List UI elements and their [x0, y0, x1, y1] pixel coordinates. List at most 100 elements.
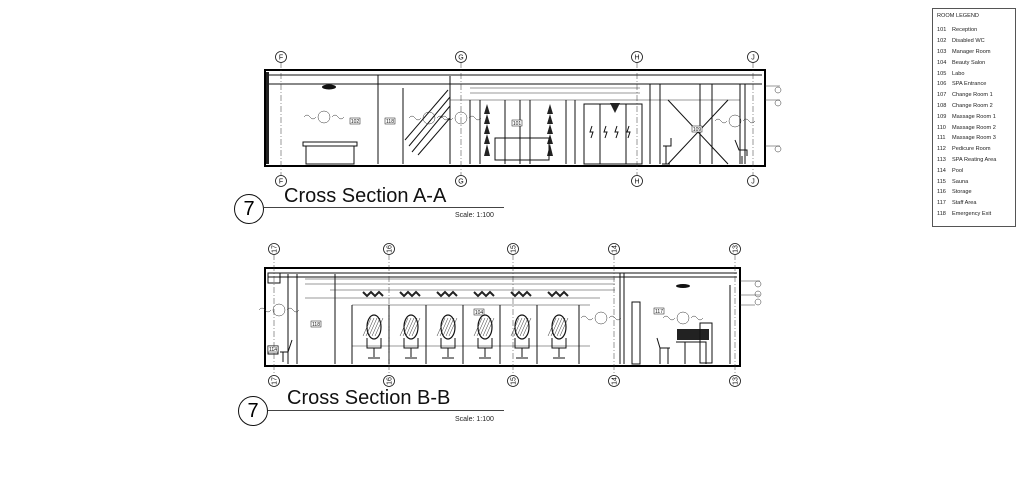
grid-bubble: H [631, 51, 643, 63]
legend-item-number: 117 [937, 200, 946, 207]
legend-item-name: SPA Reating Area [952, 156, 997, 163]
grid-bubble: 16 [383, 375, 395, 387]
grid-label: 16 [386, 245, 393, 253]
grid-bubble: F [275, 175, 287, 187]
legend-item-name: Pool [952, 167, 964, 174]
room-tag: 109 [691, 125, 703, 133]
grid-label: J [751, 178, 755, 185]
legend-item-name: Reception [952, 27, 978, 34]
legend-item-number: 104 [937, 59, 947, 66]
legend-item: 111 Massage Room 3 [937, 133, 1011, 144]
grid-bubble: 13 [729, 243, 741, 255]
legend-item-number: 118 [937, 210, 946, 217]
grid-bubble: 15 [507, 375, 519, 387]
room-tag: 118 [310, 320, 322, 328]
room-tag: 102 [349, 117, 361, 125]
grid-bubble: J [747, 51, 759, 63]
room-tag: 118 [384, 117, 396, 125]
legend-item-name: Emergency Exit [952, 210, 992, 217]
grid-bubble: 17 [268, 375, 280, 387]
grid-bubble: G [455, 175, 467, 187]
legend-item-number: 111 [937, 135, 946, 142]
grid-bubble: 17 [268, 243, 280, 255]
grid-bubble: G [455, 51, 467, 63]
legend-item-name: Massage Room 1 [952, 113, 996, 120]
grid-label: 14 [611, 377, 618, 385]
grid-bubble: J [747, 175, 759, 187]
grid-label: 15 [510, 377, 517, 385]
legend-item: 104 Beauty Salon [937, 57, 1011, 68]
legend-item-number: 108 [937, 102, 947, 109]
legend-item: 113 SPA Reating Area [937, 155, 1011, 166]
section-b-scale: Scale: 1:100 [455, 416, 494, 423]
legend-item-name: Labo [952, 70, 965, 77]
legend-item-number: 116 [937, 189, 946, 196]
legend-item-name: Storage [952, 189, 972, 196]
section-b-title-rule [268, 410, 504, 411]
section-a-drawing: 102 118 101 109 F F G G H H J J [264, 51, 782, 187]
legend-item: 105 Labo [937, 68, 1011, 79]
room-tag: 114 [267, 345, 279, 353]
room-tag-label: 118 [386, 119, 394, 125]
grid-label: G [458, 178, 463, 185]
legend-item: 102 Disabled WC [937, 36, 1011, 47]
grid-label: F [279, 54, 283, 61]
grid-label: 14 [611, 245, 618, 253]
section-b-title: Cross Section B-B [287, 387, 451, 409]
section-a-title: Cross Section A-A [284, 185, 447, 207]
legend-item-number: 105 [937, 70, 947, 77]
room-tag-label: 118 [312, 322, 320, 328]
legend-item-number: 112 [937, 146, 946, 153]
grid-label: 13 [732, 377, 739, 385]
room-tag-label: 101 [513, 121, 522, 127]
grid-label: H [634, 54, 639, 61]
room-tag-label: 104 [475, 310, 484, 316]
legend-item: 106 SPA Entrance [937, 79, 1011, 90]
legend-item-number: 113 [937, 156, 946, 163]
section-a-title-rule [264, 207, 504, 208]
legend-item-number: 106 [937, 81, 947, 88]
room-tag: 104 [473, 308, 485, 316]
grid-bubble: 14 [608, 243, 620, 255]
grid-bubble: H [631, 175, 643, 187]
legend-item-name: Change Room 2 [952, 102, 993, 109]
legend-item-number: 101 [937, 27, 947, 34]
legend-item: 108 Change Room 2 [937, 101, 1011, 112]
grid-label: 17 [271, 245, 278, 253]
room-tag-label: 102 [351, 119, 360, 125]
legend-item-name: Disabled WC [952, 38, 985, 45]
legend-item: 116 Storage [937, 187, 1011, 198]
grid-label: 15 [510, 245, 517, 253]
section-b-number: 7 [238, 396, 268, 426]
room-legend-title: ROOM LEGEND [937, 13, 979, 19]
legend-item-number: 102 [937, 38, 947, 45]
section-a-scale: Scale: 1:100 [455, 212, 494, 219]
grid-label: H [634, 178, 639, 185]
legend-item-name: Beauty Salon [952, 59, 986, 66]
grid-label: J [751, 54, 755, 61]
legend-item: 115 Sauna [937, 176, 1011, 187]
legend-item-name: Staff Area [952, 200, 977, 207]
legend-item-number: 115 [937, 178, 946, 185]
grid-bubble: 15 [507, 243, 519, 255]
room-tag: 101 [511, 119, 523, 127]
legend-item: 118 Emergency Exit [937, 209, 1011, 220]
legend-item-name: Sauna [952, 178, 969, 185]
grid-label: 17 [271, 377, 278, 385]
section-b-drawing: 118 104 117 114 17 17 16 16 15 15 14 14 13 13 [258, 243, 762, 387]
legend-item: 117 Staff Area [937, 198, 1011, 209]
grid-label: G [458, 54, 463, 61]
legend-item-number: 109 [937, 113, 947, 120]
grid-bubble: 13 [729, 375, 741, 387]
room-tag-label: 117 [655, 309, 663, 315]
legend-item-name: Massage Room 3 [952, 135, 996, 142]
legend-item: 109 Massage Room 1 [937, 111, 1011, 122]
legend-item-name: SPA Entrance [952, 81, 987, 88]
grid-label: 13 [732, 245, 739, 253]
